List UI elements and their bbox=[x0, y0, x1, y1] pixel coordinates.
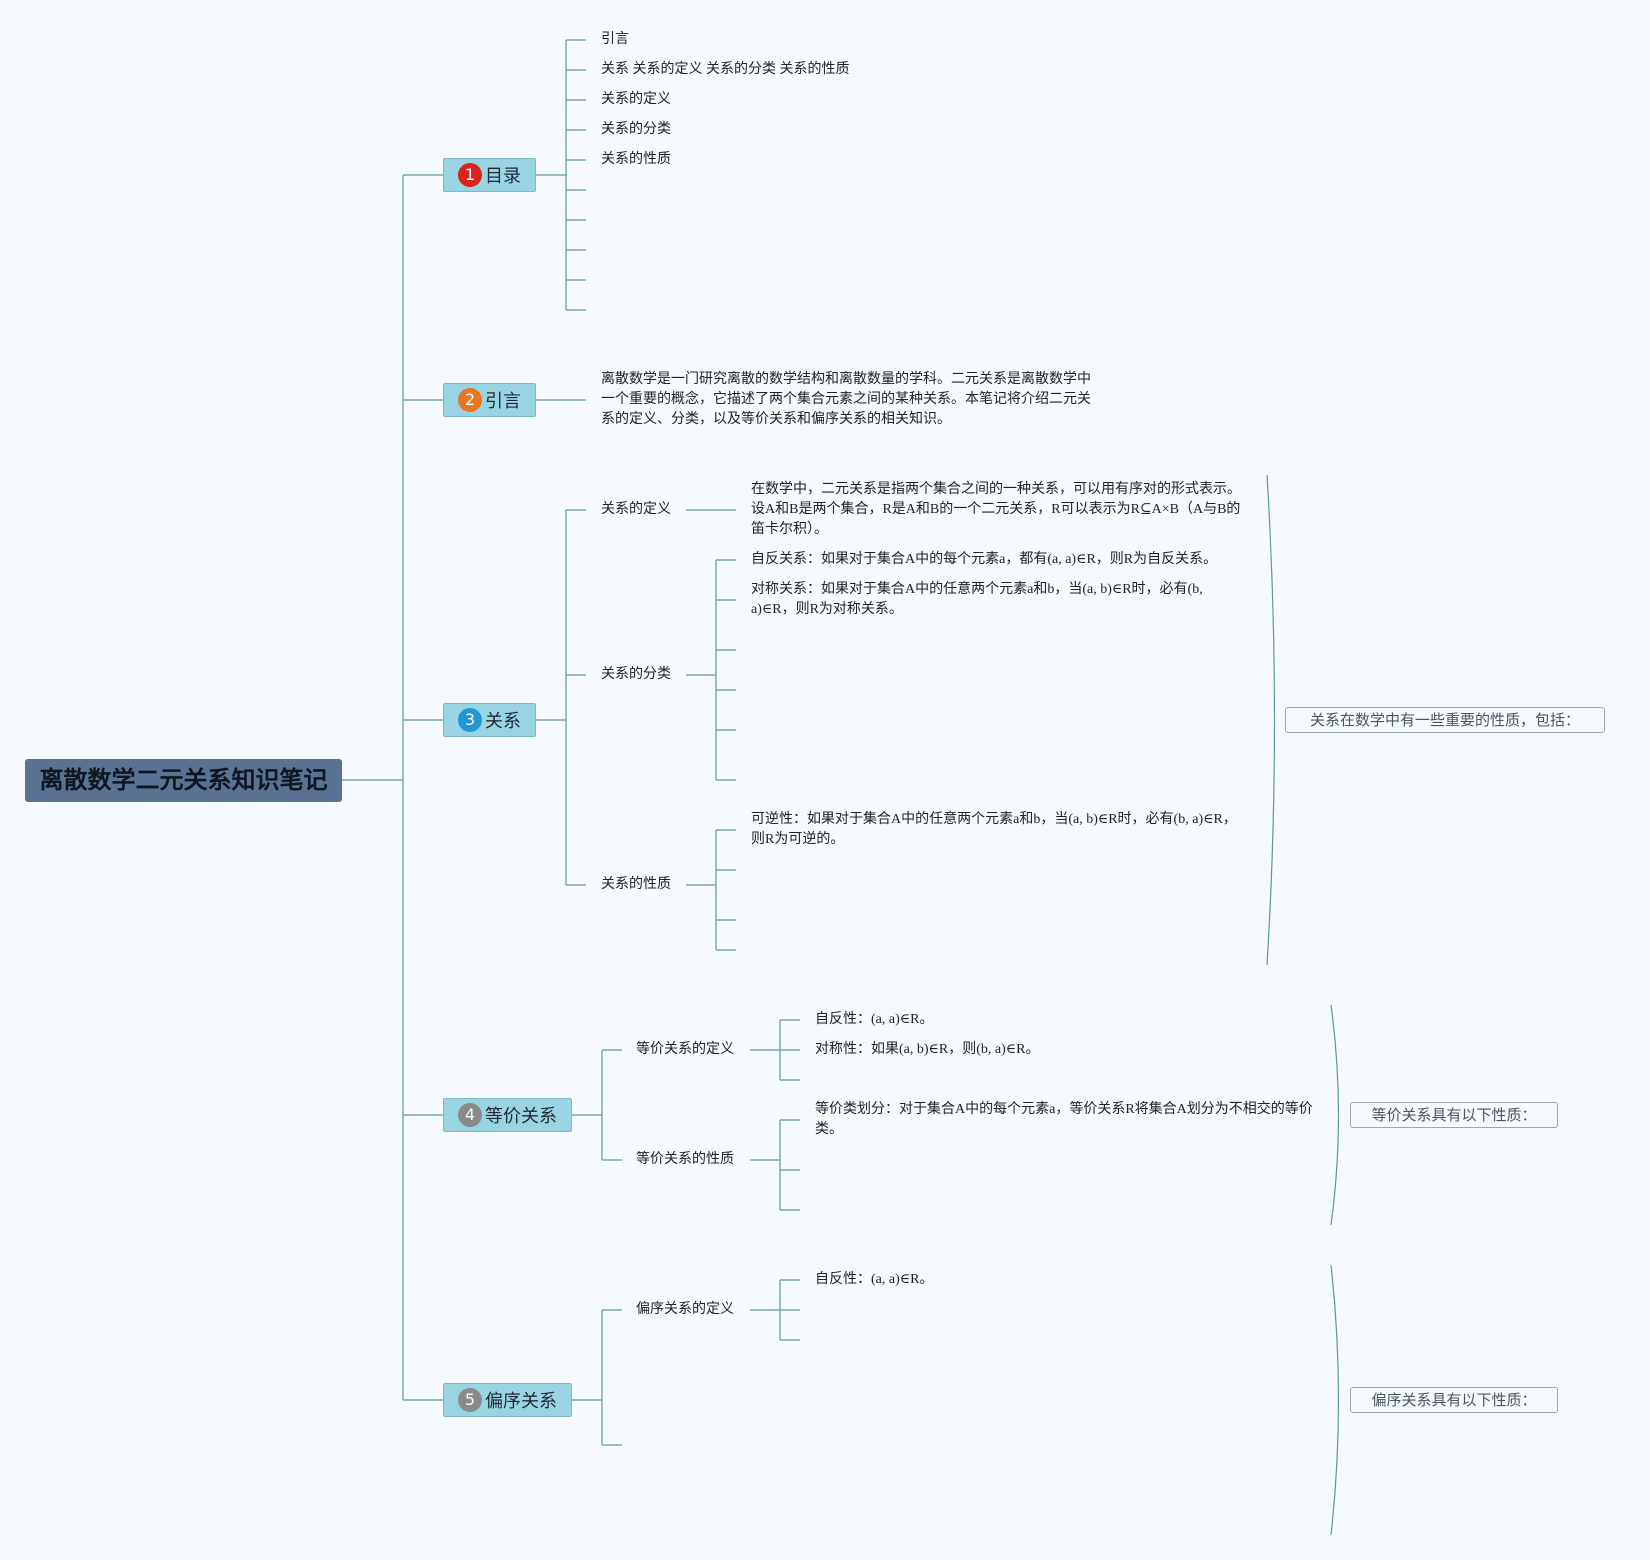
number-2-icon: 2 bbox=[458, 388, 482, 412]
root-node[interactable]: 离散数学二元关系知识笔记 bbox=[25, 759, 342, 802]
intro-text[interactable]: 离散数学是一门研究离散的数学结构和离散数量的学科。二元关系是离散数学中一个重要的… bbox=[601, 372, 1091, 427]
topic-label: 目录 bbox=[485, 166, 521, 187]
toc-item[interactable]: 关系的性质 bbox=[601, 152, 671, 167]
number-1-icon: 1 bbox=[458, 163, 482, 187]
classification-item[interactable]: 对称关系：如果对于集合A中的任意两个元素a和b，当(a, b)∈R时，必有(b,… bbox=[751, 582, 1203, 617]
topic-equivalence[interactable]: 4 等价关系 bbox=[443, 1098, 572, 1132]
toc-item[interactable]: 关系的定义 bbox=[601, 92, 671, 107]
toc-item[interactable]: 引言 bbox=[601, 32, 629, 47]
relation-definition-label[interactable]: 关系的定义 bbox=[601, 502, 671, 517]
relation-summary-callout[interactable]: 关系在数学中有一些重要的性质，包括： bbox=[1285, 707, 1605, 733]
relation-property-label[interactable]: 关系的性质 bbox=[601, 877, 671, 892]
equivalence-summary-callout[interactable]: 等价关系具有以下性质： bbox=[1350, 1102, 1558, 1128]
partial-order-definition-item[interactable]: 自反性：(a, a)∈R。 bbox=[815, 1272, 934, 1287]
toc-item[interactable]: 关系 关系的定义 关系的分类 关系的性质 bbox=[601, 62, 850, 77]
relation-definition-text[interactable]: 在数学中，二元关系是指两个集合之间的一种关系，可以用有序对的形式表示。设A和B是… bbox=[751, 482, 1241, 537]
relation-classification-label[interactable]: 关系的分类 bbox=[601, 667, 671, 682]
equivalence-property-label[interactable]: 等价关系的性质 bbox=[636, 1152, 734, 1167]
equivalence-definition-item[interactable]: 自反性：(a, a)∈R。 bbox=[815, 1012, 934, 1027]
classification-item[interactable]: 自反关系：如果对于集合A中的每个元素a，都有(a, a)∈R，则R为自反关系。 bbox=[751, 552, 1218, 567]
topic-intro[interactable]: 2 引言 bbox=[443, 383, 536, 417]
equivalence-property-item[interactable]: 等价类划分：对于集合A中的每个元素a，等价关系R将集合A划分为不相交的等价类。 bbox=[815, 1102, 1313, 1137]
topic-relation[interactable]: 3 关系 bbox=[443, 703, 536, 737]
topic-label: 引言 bbox=[485, 391, 521, 412]
property-item[interactable]: 可逆性：如果对于集合A中的任意两个元素a和b，当(a, b)∈R时，必有(b, … bbox=[751, 812, 1237, 847]
topic-label: 等价关系 bbox=[485, 1106, 557, 1127]
number-5-icon: 5 bbox=[458, 1388, 482, 1412]
partial-order-summary-callout[interactable]: 偏序关系具有以下性质： bbox=[1350, 1387, 1558, 1413]
equivalence-definition-item[interactable]: 对称性：如果(a, b)∈R，则(b, a)∈R。 bbox=[815, 1042, 1040, 1057]
number-4-icon: 4 bbox=[458, 1103, 482, 1127]
topic-label: 关系 bbox=[485, 711, 521, 732]
topic-toc[interactable]: 1 目录 bbox=[443, 158, 536, 192]
equivalence-definition-label[interactable]: 等价关系的定义 bbox=[636, 1042, 734, 1057]
toc-item[interactable]: 关系的分类 bbox=[601, 122, 671, 137]
number-3-icon: 3 bbox=[458, 708, 482, 732]
topic-partial-order[interactable]: 5 偏序关系 bbox=[443, 1383, 572, 1417]
topic-label: 偏序关系 bbox=[485, 1391, 557, 1412]
partial-order-definition-label[interactable]: 偏序关系的定义 bbox=[636, 1302, 734, 1317]
